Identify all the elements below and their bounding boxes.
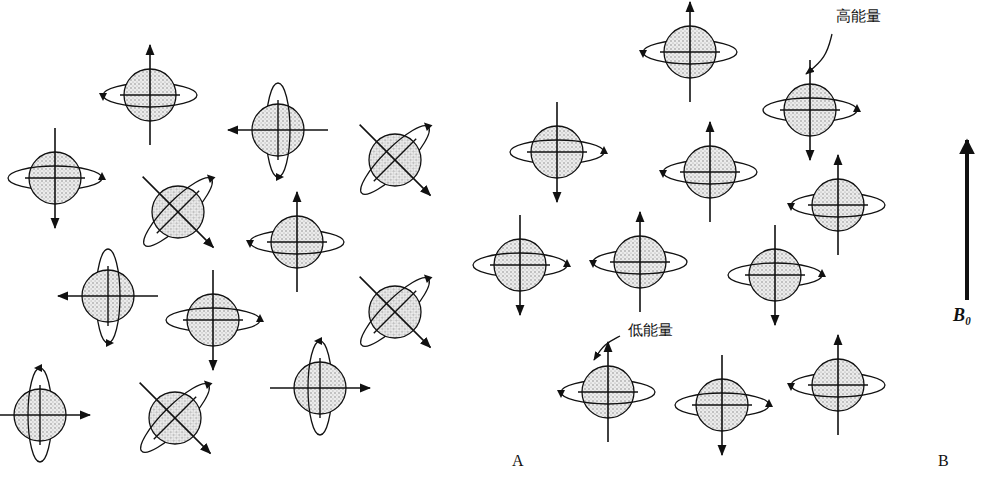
spinning-nucleus — [8, 128, 106, 228]
spinning-nucleus — [763, 60, 861, 160]
spinning-nucleus — [166, 270, 264, 370]
spinning-nucleus — [228, 83, 328, 181]
spinning-nucleus — [589, 212, 687, 312]
leader-arrow — [594, 336, 620, 360]
spinning-nucleus — [639, 2, 737, 102]
spinning-nucleus — [0, 364, 90, 462]
panel-label: B — [938, 452, 949, 470]
spinning-nucleus — [728, 225, 826, 325]
spinning-nucleus — [675, 355, 773, 455]
spinning-nucleus — [473, 215, 571, 315]
spinning-nucleus — [109, 141, 249, 281]
spinning-nucleus — [326, 89, 466, 229]
energy-label: 高能量 — [836, 8, 881, 25]
panel-label: A — [512, 452, 524, 470]
spinning-nucleus — [326, 241, 466, 381]
spinning-nucleus — [659, 122, 757, 222]
field-arrow — [965, 140, 969, 300]
spinning-nucleus — [510, 102, 608, 202]
spinning-nucleus — [246, 192, 344, 292]
spinning-nucleus — [557, 342, 655, 442]
leader-arrow — [806, 34, 832, 74]
spinning-nucleus — [787, 335, 885, 435]
spinning-nucleus — [58, 249, 158, 347]
energy-label: 低能量 — [628, 322, 673, 339]
spinning-nucleus — [270, 337, 370, 435]
spinning-nucleus — [787, 155, 885, 255]
field-label: B₀ — [953, 306, 971, 326]
spinning-nucleus — [99, 45, 197, 145]
spinning-nucleus — [106, 347, 246, 478]
